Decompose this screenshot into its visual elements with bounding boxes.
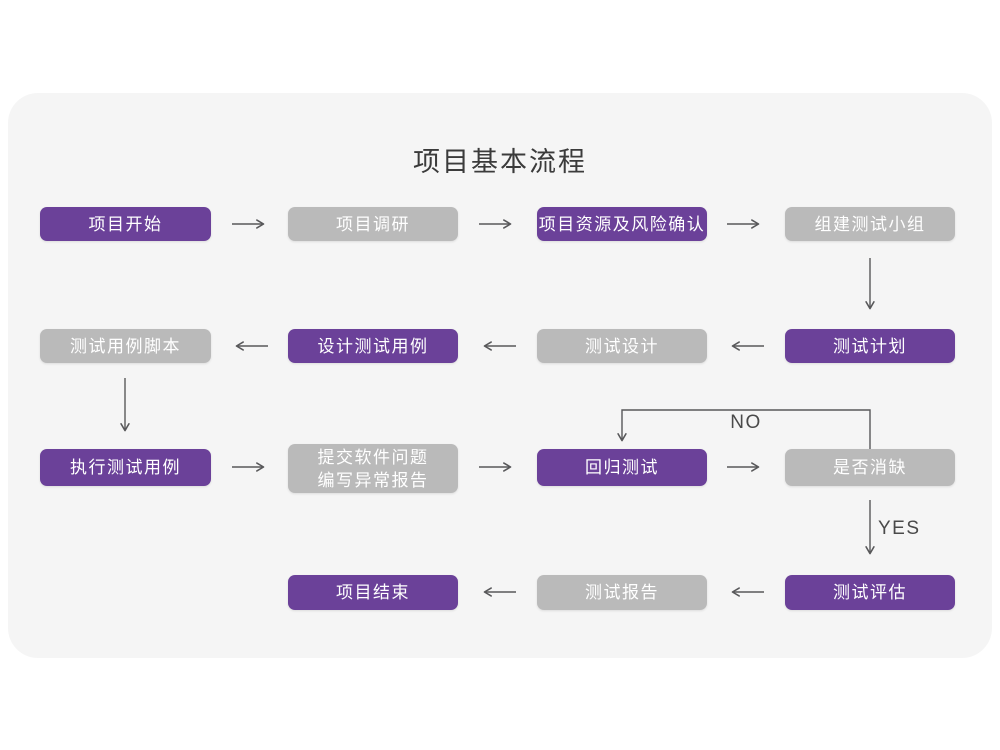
flow-node-submit-issues: 提交软件问题 编写异常报告 <box>288 444 458 493</box>
flow-node-label: 执行测试用例 <box>70 458 181 477</box>
flow-node-label: 测试用例脚本 <box>70 336 181 356</box>
flow-node-label: 回归测试 <box>585 458 659 477</box>
flow-node-label: 设计测试用例 <box>317 336 429 356</box>
edge-label-no: NO <box>730 412 762 433</box>
flow-node-test-report: 测试报告 <box>537 575 707 610</box>
flow-node-label: 组建测试小组 <box>814 214 926 234</box>
page-title: 项目基本流程 <box>413 147 587 177</box>
flow-node-label: 测试报告 <box>585 583 659 602</box>
flow-node-label: 项目结束 <box>336 583 410 602</box>
flow-node-project-start: 项目开始 <box>40 207 211 241</box>
flow-node-label: 测试设计 <box>585 336 659 356</box>
flow-node-label: 是否消缺 <box>833 458 907 477</box>
flow-node-execute-test-cases: 执行测试用例 <box>40 449 211 486</box>
flow-node-defect-cleared: 是否消缺 <box>785 449 955 486</box>
flow-node-design-test-cases: 设计测试用例 <box>288 329 458 363</box>
flow-node-test-plan: 测试计划 <box>785 329 955 363</box>
flow-node-project-research: 项目调研 <box>288 207 458 241</box>
flow-node-label: 项目调研 <box>336 214 410 234</box>
flow-node-label: 测试计划 <box>833 336 907 356</box>
flow-node-project-end: 项目结束 <box>288 575 458 610</box>
flow-node-build-test-team: 组建测试小组 <box>785 207 955 241</box>
flow-node-regression-test: 回归测试 <box>537 449 707 486</box>
flow-node-resource-risk: 项目资源及风险确认 <box>537 207 707 241</box>
flow-node-label: 项目资源及风险确认 <box>538 214 706 234</box>
flow-node-label: 项目开始 <box>88 214 163 234</box>
flow-node-test-design: 测试设计 <box>537 329 707 363</box>
flow-node-test-evaluation: 测试评估 <box>785 575 955 610</box>
edge-label-yes: YES <box>878 518 921 539</box>
flow-node-label: 提交软件问题 编写异常报告 <box>317 447 429 490</box>
flow-node-test-case-script: 测试用例脚本 <box>40 329 211 363</box>
flow-node-label: 测试评估 <box>833 583 907 602</box>
flowchart-card <box>8 93 992 658</box>
